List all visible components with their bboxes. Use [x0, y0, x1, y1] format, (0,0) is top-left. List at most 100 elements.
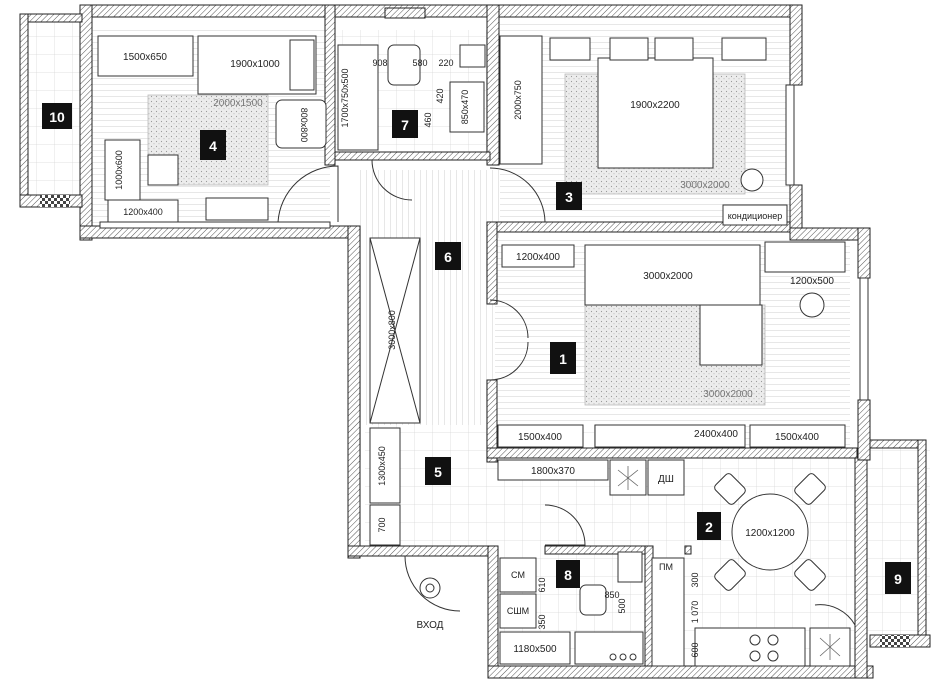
cabinet-1c	[749, 424, 846, 448]
dim-desk1: 1200x500	[790, 276, 834, 287]
room-8-furniture: СМ СШМ 610 350 850 500 1180x500 8	[499, 551, 644, 665]
room-7-furniture: 1700x750x500 908 580 220 420 460 850x470…	[337, 44, 486, 151]
dim-cab1b: 2400x400	[694, 429, 738, 440]
dim-sink7: 850x470	[460, 90, 470, 125]
room-10: 10	[42, 103, 72, 129]
svg-text:8: 8	[564, 567, 572, 583]
bed-3	[597, 57, 714, 169]
label-sushm: СШМ	[507, 606, 529, 616]
armchair-4	[275, 99, 327, 149]
room-5-furniture: 1300x450 700 5	[369, 427, 451, 546]
svg-text:1: 1	[559, 351, 567, 367]
dim-chest4: 1200x400	[123, 207, 163, 217]
doors	[277, 159, 856, 626]
dim-cab5: 1300x450	[377, 446, 387, 486]
dim-420: 420	[435, 88, 445, 103]
room-2-furniture: 1800x370 ДШ 1200x1200 ПМ 300 1 070 600 2	[497, 459, 851, 667]
svg-text:5: 5	[434, 464, 442, 480]
label-pm: ПМ	[659, 562, 673, 572]
chair-4	[147, 154, 179, 186]
dim-908: 908	[372, 58, 387, 68]
dryer	[499, 593, 537, 629]
dim-closet3: 2000x750	[513, 80, 523, 120]
sink-7	[449, 81, 485, 133]
dim-sink8: 1180x500	[513, 644, 557, 655]
dim-tv1: 1200x400	[516, 252, 560, 263]
desk-1	[764, 241, 846, 273]
dim-table2: 1200x1200	[745, 528, 795, 539]
svg-text:2: 2	[705, 519, 713, 535]
dim-850: 850	[604, 590, 619, 600]
sink-8a	[617, 551, 643, 583]
dishwasher	[647, 459, 685, 496]
dim-cab1a: 1500x400	[518, 432, 562, 443]
svg-text:4: 4	[209, 138, 217, 154]
cabinet-1a	[497, 424, 584, 448]
shower-8	[499, 631, 571, 665]
chest-4	[107, 199, 179, 223]
kitchen-column	[651, 557, 685, 667]
walls	[19, 4, 931, 679]
dim-desk4: 1000x600	[114, 150, 124, 190]
svg-text:6: 6	[444, 249, 452, 265]
dining-table	[731, 493, 809, 571]
dim-wardrobe4: 1500x650	[123, 52, 167, 63]
dim-600: 600	[690, 642, 700, 657]
tv-1	[501, 244, 575, 268]
dim-bed4: 1900x1000	[230, 59, 280, 70]
dim-rug1: 3000x2000	[703, 389, 753, 400]
svg-text:3: 3	[565, 189, 573, 205]
svg-text:10: 10	[49, 109, 65, 125]
dim-220: 220	[438, 58, 453, 68]
toilet-8	[579, 584, 607, 616]
room-9: 9	[885, 562, 911, 594]
dim-580: 580	[412, 58, 427, 68]
bench-5	[369, 504, 401, 546]
dim-bench2: 1800x370	[531, 466, 575, 477]
dim-rug3: 3000x2000	[680, 180, 730, 191]
room-3-furniture: 2000x750 500x400 500x400 1900x2200 конди…	[499, 35, 788, 226]
dim-rug4: 2000x1500	[213, 98, 263, 109]
radiator-4	[205, 197, 269, 221]
label-entrance: ВХОД	[417, 620, 444, 631]
dim-bath7: 1700x750x500	[340, 68, 350, 127]
windows	[99, 84, 869, 401]
svg-text:9: 9	[894, 571, 902, 587]
dim-cab1c: 1500x400	[775, 432, 819, 443]
wardrobe-4	[97, 35, 194, 77]
cabinet-5	[369, 427, 401, 504]
dim-610: 610	[537, 577, 547, 592]
plant-3	[740, 168, 764, 192]
bench-2	[497, 459, 609, 481]
label-dish: ДШ	[658, 474, 674, 485]
bathtub-7	[337, 44, 379, 151]
dim-bench5: 700	[377, 517, 387, 532]
kitchen-counter	[694, 627, 806, 667]
dim-500: 500	[617, 598, 627, 613]
dim-bed3: 1900x2200	[630, 100, 680, 111]
dim-chair4: 800x800	[299, 108, 309, 143]
dim-wardrobe6: 3000x800	[387, 310, 397, 350]
room-4-furniture: 1500x650 1900x1000 800x800 1000x600 1200…	[97, 35, 327, 223]
room-4: 4	[200, 130, 226, 160]
svg-text:7: 7	[401, 117, 409, 133]
label-sm: СМ	[511, 570, 525, 580]
entrance: ВХОД	[417, 577, 444, 631]
air-conditioner	[722, 204, 788, 226]
room-6-furniture: 3000x800 6	[369, 237, 461, 424]
toilet-7	[387, 44, 421, 86]
dim-1070: 1 070	[690, 601, 700, 624]
desk-4	[104, 139, 141, 201]
dim-300: 300	[690, 572, 700, 587]
chair-1	[799, 292, 825, 318]
sofa-1	[584, 244, 761, 306]
dim-sofa1: 3000x2000	[643, 271, 693, 282]
washer	[499, 557, 537, 593]
dim-460: 460	[423, 112, 433, 127]
room-1-furniture: 1200x400 3000x2000 1200x500 1500x400 240…	[497, 241, 846, 448]
cabinet-1b	[594, 424, 746, 448]
dim-350: 350	[537, 614, 547, 629]
closet-3	[499, 35, 543, 165]
label-conditioner: кондиционер	[728, 211, 782, 221]
